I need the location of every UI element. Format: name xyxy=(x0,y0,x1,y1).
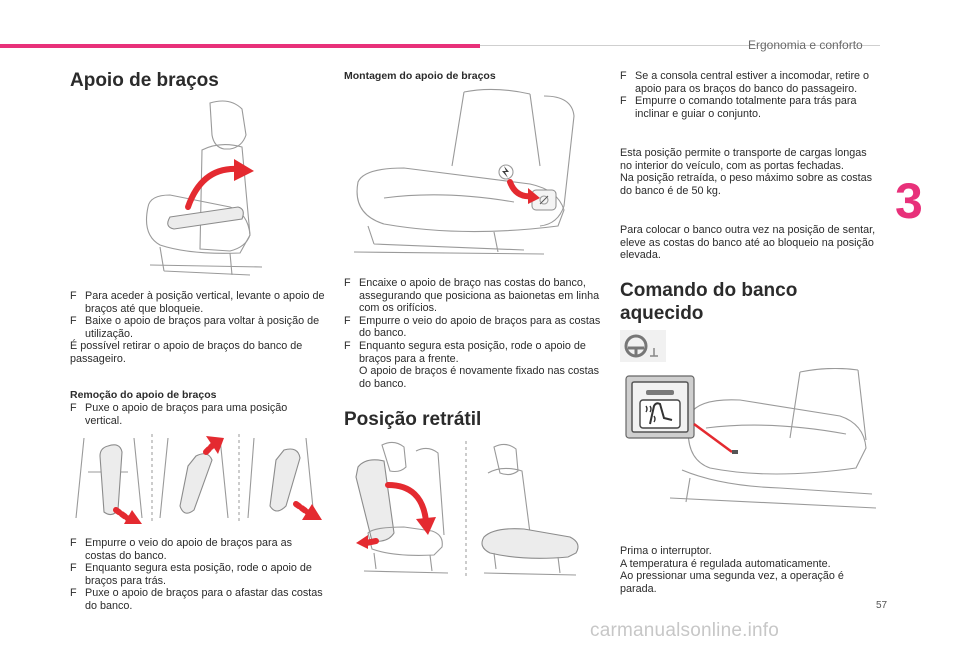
retract-illustration xyxy=(355,441,579,577)
removal-subheading: Remoção do apoio de braços xyxy=(70,389,217,401)
mounting-subheading: Montagem do apoio de braços xyxy=(344,70,496,82)
armrest-raise-illustration xyxy=(145,100,263,276)
heated-seat-illustration xyxy=(625,368,877,509)
retract-heading: Posição retrátil xyxy=(344,409,482,430)
header-rule xyxy=(480,45,880,46)
cargo-paragraph: Esta posição permite o transporte de car… xyxy=(620,147,873,197)
restore-paragraph: Para colocar o banco outra vez na posiçã… xyxy=(620,224,876,262)
armrest-mounting-illustration xyxy=(353,88,575,255)
header-accent-bar xyxy=(0,44,480,48)
heated-seat-heading: Comando do banco aquecido xyxy=(620,280,798,324)
section-title: Ergonomia e conforto xyxy=(748,38,863,52)
heated-seat-text: Prima o interruptor. A temperatura é reg… xyxy=(620,545,844,595)
mounting-note: O apoio de braços é novamente fixado nas… xyxy=(359,365,600,390)
steering-wheel-icon xyxy=(620,330,666,362)
chapter-number: 3 xyxy=(895,173,923,229)
watermark: carmanualsonline.info xyxy=(590,620,780,641)
page-number: 57 xyxy=(876,600,888,611)
removal-steps-illustration xyxy=(75,434,322,524)
armrest-removal-note: É possível retirar o apoio de braços do … xyxy=(70,340,303,365)
armrest-heading: Apoio de braços xyxy=(70,70,219,91)
